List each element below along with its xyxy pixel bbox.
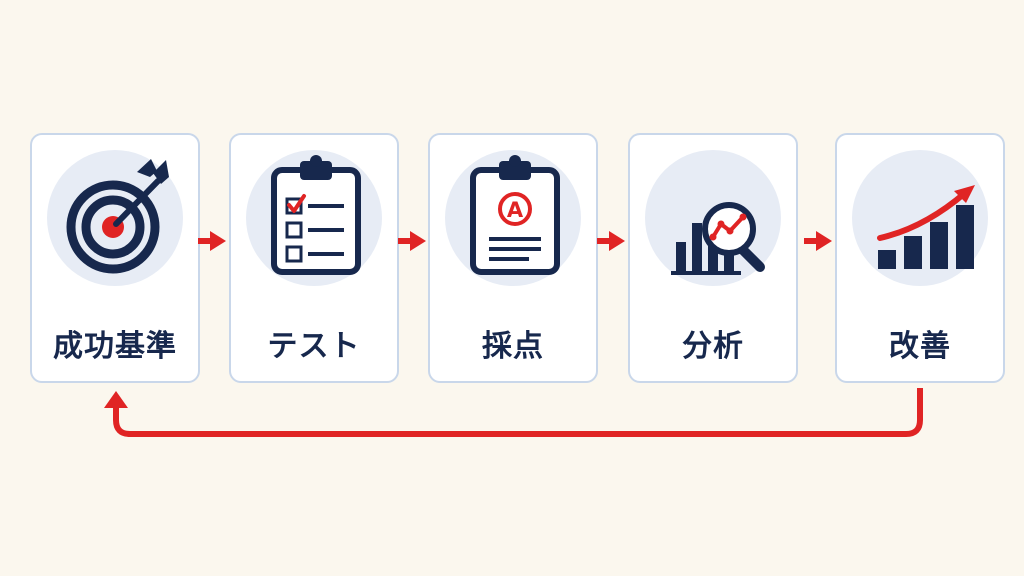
step-card-improvement: 改善 — [835, 133, 1005, 383]
step-card-test: テスト — [229, 133, 399, 383]
step-label: テスト — [267, 329, 361, 364]
graded-clipboard-icon: A — [445, 150, 581, 286]
step-label: 改善 — [889, 329, 951, 364]
checklist-clipboard-icon — [246, 150, 382, 286]
arrow-right-icon — [597, 231, 625, 251]
step-card-analysis: 分析 — [628, 133, 798, 383]
step-card-success-criteria: 成功基準 — [30, 133, 200, 383]
grade-mark: A — [507, 198, 524, 222]
growth-chart-icon — [852, 150, 988, 286]
target-icon — [47, 150, 183, 286]
arrow-right-icon — [198, 231, 226, 251]
step-label: 成功基準 — [53, 329, 177, 364]
chart-magnifier-icon — [645, 150, 781, 286]
step-label: 分析 — [682, 329, 744, 364]
arrow-right-icon — [804, 231, 832, 251]
arrow-right-icon — [398, 231, 426, 251]
step-card-scoring: A 採点 — [428, 133, 598, 383]
step-label: 採点 — [482, 329, 544, 364]
